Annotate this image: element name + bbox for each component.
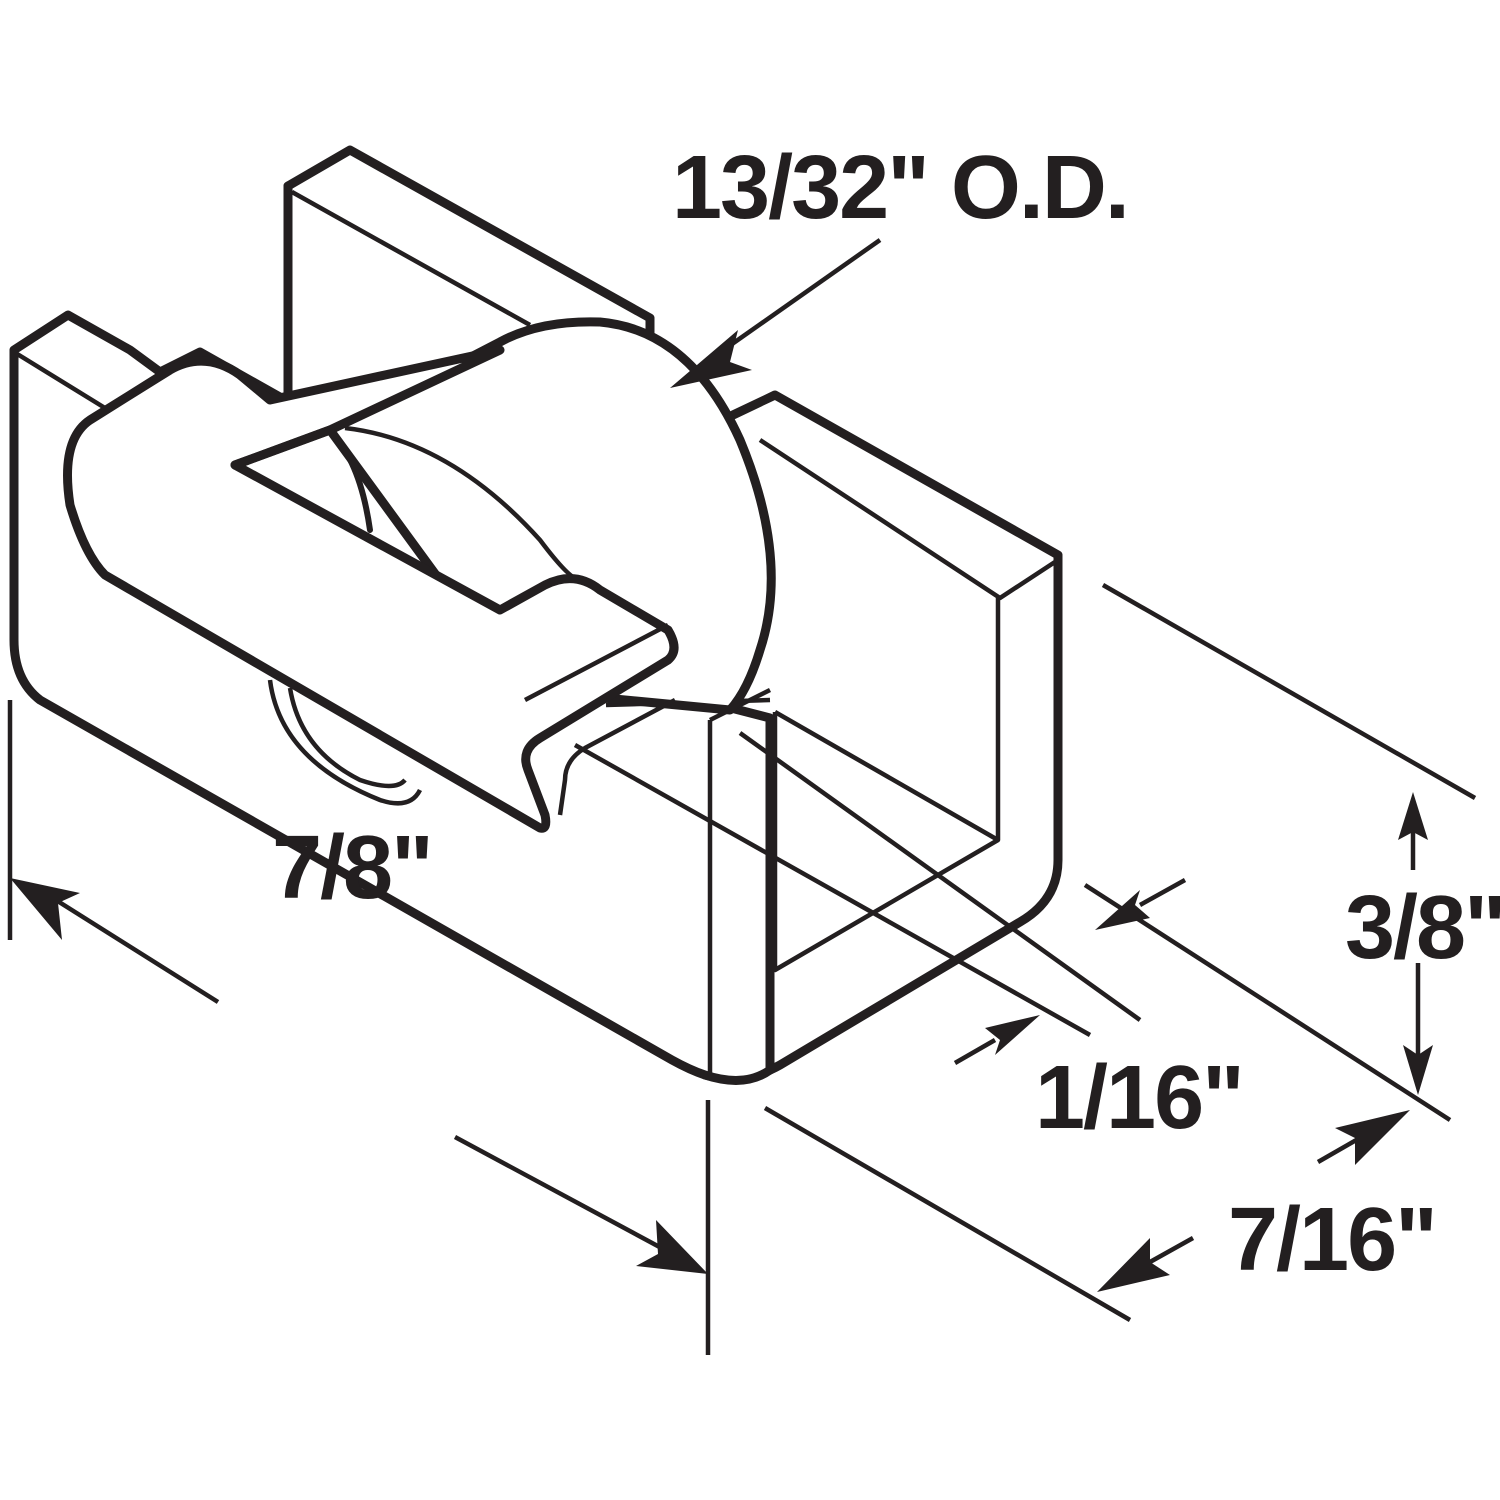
bracket-arm <box>63 345 679 833</box>
width-label: 7/16" <box>1228 1190 1436 1290</box>
back-upright-plate <box>283 145 655 405</box>
height-label: 3/8" <box>1345 878 1500 978</box>
thickness-label: 1/16" <box>1035 1048 1243 1148</box>
length-dimension-arrows <box>10 878 708 1274</box>
thickness-dimension-arrows <box>953 878 1187 1065</box>
height-dimension-arrows <box>1398 792 1433 1095</box>
roller-wheel <box>267 317 776 806</box>
width-dimension-arrows <box>1097 1110 1410 1292</box>
od-dimension-leader <box>670 238 882 388</box>
length-label: 7/8" <box>272 818 432 918</box>
wheel-od-label: 13/32" O.D. <box>672 138 1128 238</box>
extension-lines <box>7 583 1477 1355</box>
